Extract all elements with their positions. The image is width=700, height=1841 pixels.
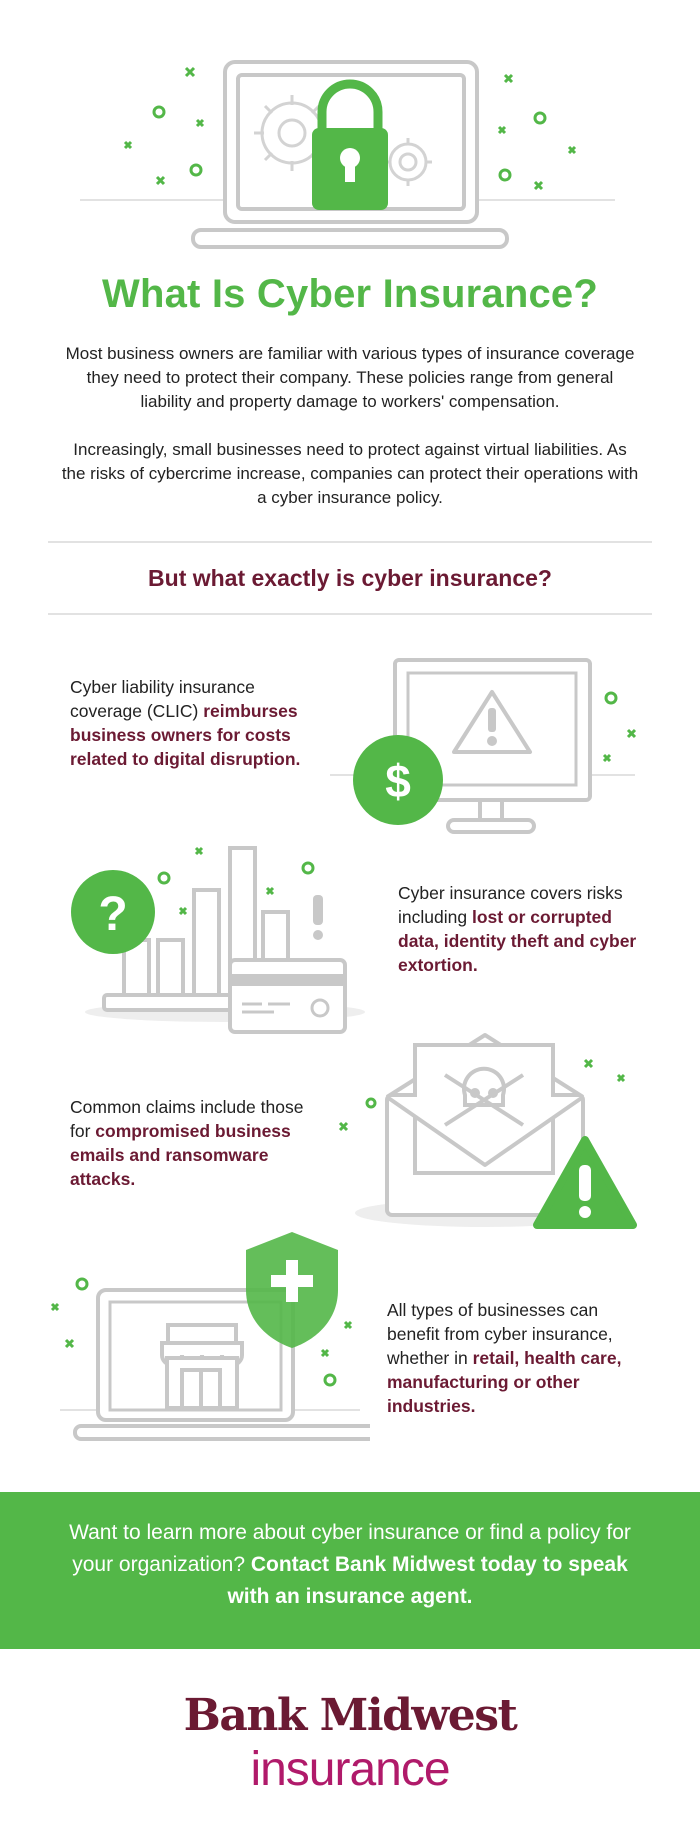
bar-chart-credit-card-icon: ?	[71, 846, 365, 1034]
lock-icon	[312, 79, 388, 210]
section-3-bold: compromised business emails and ransomwa…	[70, 1121, 291, 1189]
section-3-text: Common claims include those for compromi…	[70, 1095, 310, 1191]
section-2-bold: lost or corrupted data, identity theft a…	[398, 907, 637, 975]
section-1-text: Cyber liability insurance coverage (CLIC…	[70, 675, 310, 771]
section-4-bold: retail, health care, manufacturing or ot…	[387, 1348, 622, 1416]
divider-top	[48, 541, 652, 543]
section-4-text: All types of businesses can benefit from…	[387, 1298, 637, 1418]
envelope-skull-warning-icon	[338, 1033, 637, 1229]
section-4-plain: All types of businesses can benefit from…	[387, 1300, 613, 1368]
intro-paragraph-2: Increasingly, small businesses need to p…	[61, 440, 639, 507]
logo-bank-midwest: Bank Midwest	[183, 1690, 518, 1741]
section-2-plain: Cyber insurance covers risks including	[398, 883, 623, 927]
section-3-plain: Common claims include those for	[70, 1097, 304, 1141]
cta-text: Want to learn more about cyber insurance…	[50, 1517, 650, 1613]
cta-banner	[0, 1492, 700, 1649]
cta-bold[interactable]: Contact Bank Midwest today to speak with…	[227, 1553, 628, 1608]
section-1-bold: reimburses business owners for costs rel…	[70, 701, 301, 769]
section-2-text: Cyber insurance covers risks including l…	[398, 881, 648, 977]
hero-laptop-lock-illustration	[80, 60, 615, 249]
logo-insurance: insurance	[250, 1743, 450, 1796]
monitor-warning-dollar-icon: $	[330, 658, 637, 834]
section-1-plain: Cyber liability insurance coverage (CLIC…	[70, 677, 255, 721]
divider-bottom	[48, 613, 652, 615]
svg-text:?: ?	[98, 888, 127, 941]
cta-plain: Want to learn more about cyber insurance…	[69, 1521, 631, 1576]
section-subheading: But what exactly is cyber insurance?	[148, 565, 552, 591]
laptop-store-shield-icon	[50, 1232, 370, 1441]
page-title: What Is Cyber Insurance?	[101, 272, 599, 316]
svg-text:$: $	[385, 755, 411, 807]
intro-paragraph-1: Most business owners are familiar with v…	[65, 344, 635, 411]
